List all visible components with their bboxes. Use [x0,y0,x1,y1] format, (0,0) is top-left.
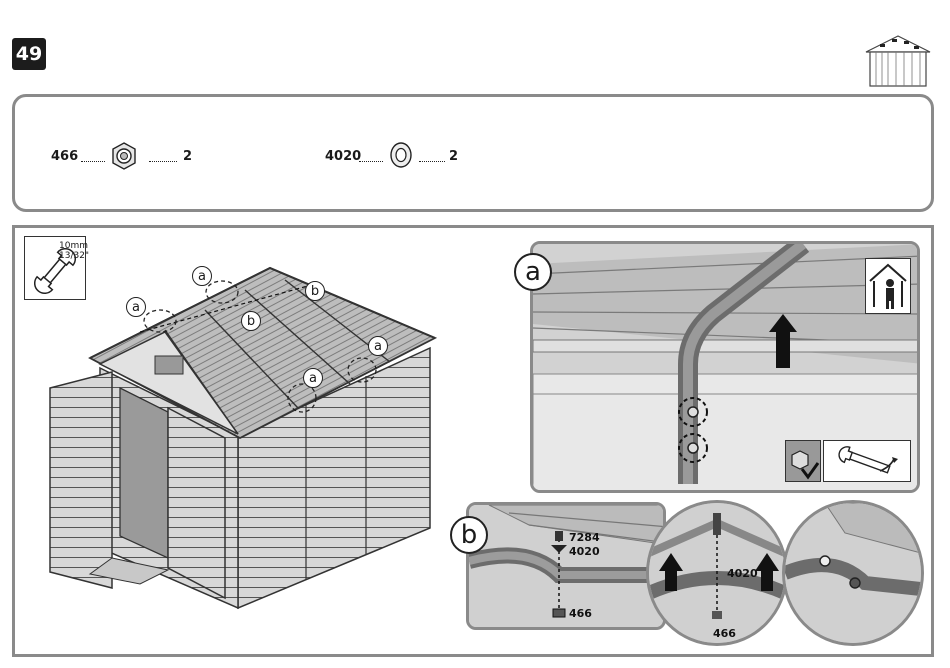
detail-a-label: a [514,253,552,291]
part-quantity-4020: 2 [449,149,458,164]
wrench-tighten-icon [823,440,911,482]
washer-icon [387,141,415,169]
shed-thumbnail-icon [862,30,934,90]
callout-a-label: a [192,266,212,286]
center-washer-label: 4020 [727,567,758,580]
dotted-leader [359,161,383,162]
dotted-leader [149,161,177,162]
nut-tighten-icon [785,440,821,482]
dotted-leader [81,161,105,162]
washer-part-label: 4020 [569,545,600,558]
parts-panel: 466 2 4020 2 [12,94,934,212]
detail-b-drawing [469,505,666,630]
part-quantity-466: 2 [183,149,192,164]
callout-a-label: a [126,297,146,317]
part-number-466: 466 [51,149,78,164]
callout-a-label: a [368,336,388,356]
detail-a-panel [530,241,920,493]
center-zoom-drawing [649,503,785,643]
callout-b-label: b [241,311,261,331]
nut-part-label: 466 [569,607,592,620]
detail-b-panel: 7284 4020 466 [466,502,666,630]
detail-b-center-zoom: 4020 466 [646,500,788,646]
part-number-4020: 4020 [325,149,361,164]
right-zoom-drawing [785,503,921,643]
detail-b-right-zoom [782,500,924,646]
dotted-leader [419,161,445,162]
callout-b-label: b [305,281,325,301]
bolt-part-label: 7284 [569,531,600,544]
tool-size-mm: 10mm [59,241,89,251]
hex-nut-icon [109,141,139,171]
step-number-badge: 49 [12,38,46,70]
callout-a-label: a [303,368,323,388]
center-nut-label: 466 [713,627,736,640]
shed-illustration [30,258,450,618]
person-in-house-icon [865,258,911,314]
detail-b-label: b [450,516,488,554]
